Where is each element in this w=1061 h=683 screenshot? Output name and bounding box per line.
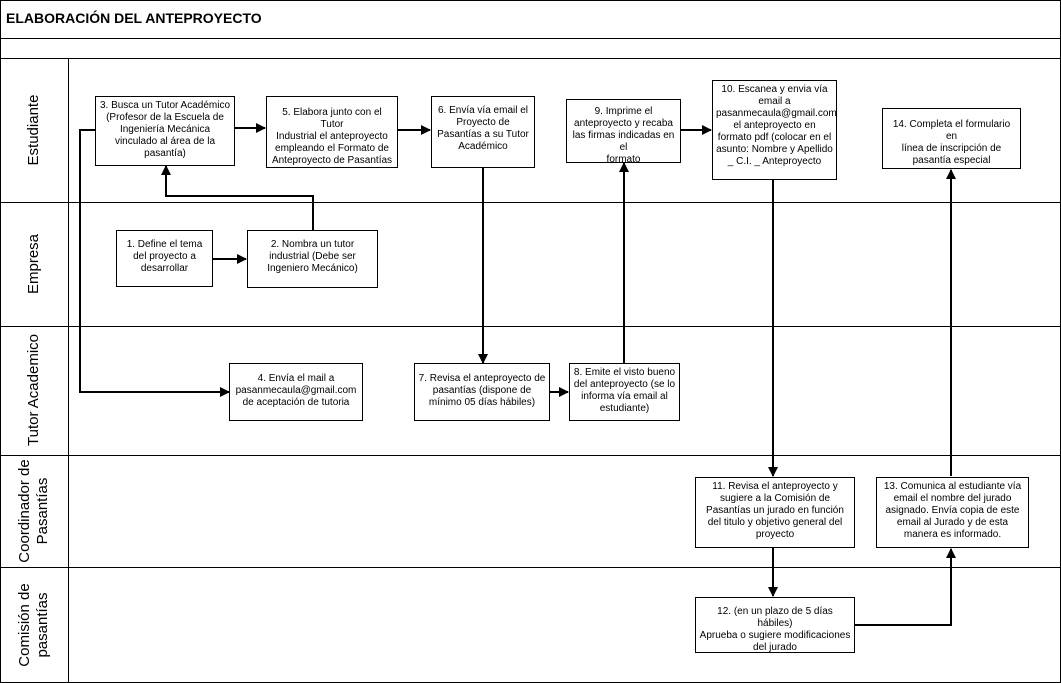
- step-11-revisa-sugiere-jurado: 11. Revisa el anteproyecto y sugiere a l…: [695, 477, 855, 548]
- lane-divider-1: [0, 202, 1061, 203]
- arrow-12-to-13: [855, 548, 956, 626]
- step-5-elabora-anteproyecto: 5. Elabora junto con el Tutor Industrial…: [266, 96, 398, 168]
- frame-top: [0, 0, 1061, 1]
- lane-divider-3: [0, 455, 1061, 456]
- lane-divider-2: [0, 326, 1061, 327]
- step-7-revisa-anteproyecto: 7. Revisa el anteproyecto de pasantías (…: [414, 363, 550, 421]
- step-9-imprime-anteproyecto: 9. Imprime el anteproyecto y recaba las …: [566, 99, 681, 163]
- step-6-envia-proyecto: 6. Envía vía email el Proyecto de Pasant…: [431, 96, 535, 168]
- step-1-define-tema: 1. Define el tema del proyecto a desarro…: [116, 230, 213, 287]
- lane-divider-4: [0, 567, 1061, 568]
- title-divider: [0, 38, 1061, 39]
- step-3-busca-tutor-academico: 3. Busca un Tutor Académico (Profesor de…: [95, 96, 235, 166]
- step-2-nombra-tutor-industrial: 2. Nombra un tutor industrial (Debe ser …: [247, 230, 378, 288]
- lane-label-divider: [68, 58, 69, 683]
- arrow-3-to-4: [79, 129, 230, 397]
- arrow-2-to-3: [161, 165, 314, 230]
- step-8-emite-visto-bueno: 8. Emite el visto bueno del anteproyecto…: [569, 363, 680, 421]
- page-title: ELABORACIÓN DEL ANTEPROYECTO: [6, 10, 262, 26]
- frame-left: [0, 0, 1, 683]
- header-divider: [0, 58, 1061, 59]
- step-10-escanea-envia: 10. Escanea y envia vía email a pasanmec…: [712, 80, 837, 180]
- step-4-envia-mail-aceptacion: 4. Envía el mail a pasanmecaula@gmail.co…: [229, 363, 363, 421]
- step-12-aprueba-jurado: 12. (en un plazo de 5 días hábiles) Apru…: [695, 597, 855, 653]
- step-13-comunica-jurado: 13. Comunica al estudiante vía email el …: [876, 477, 1029, 548]
- step-14-completa-formulario: 14. Completa el formulario en línea de i…: [882, 108, 1021, 169]
